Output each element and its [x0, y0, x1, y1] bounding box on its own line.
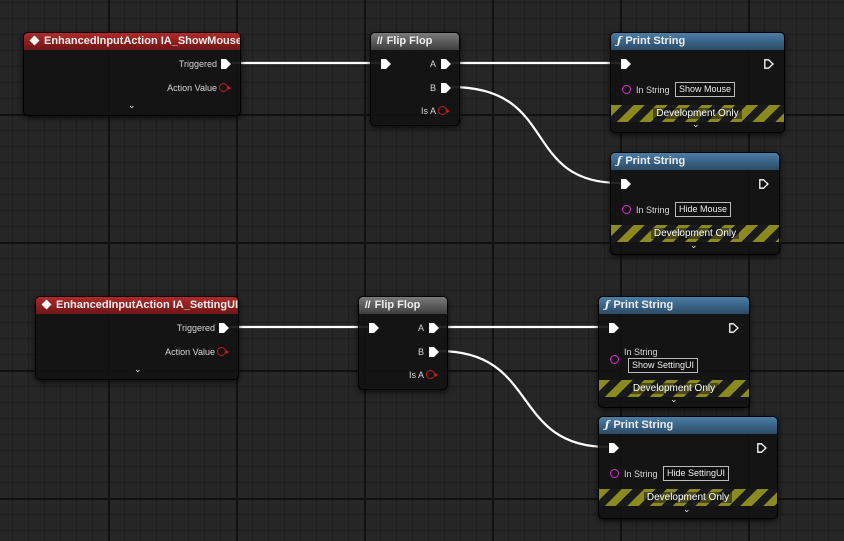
- development-only-banner: Development Only: [599, 489, 777, 506]
- action-value-label: Action Value: [167, 83, 217, 93]
- event-node-title: EnhancedInputAction IA_ShowMouse: [44, 35, 240, 47]
- in-string-input[interactable]: Hide Mouse: [675, 202, 732, 217]
- event-node-title: EnhancedInputAction IA_SettingUI: [56, 299, 238, 311]
- in-string-label: In String: [636, 205, 670, 215]
- is-a-label: Is A: [408, 370, 424, 380]
- exec-wire[interactable]: [450, 85, 621, 185]
- exec-out-pin[interactable]: [729, 323, 739, 333]
- chevron-down-icon[interactable]: ⌄: [692, 119, 700, 129]
- pin-b-exec[interactable]: [429, 347, 439, 357]
- chevron-down-icon[interactable]: ⌄: [683, 504, 691, 514]
- triggered-exec-pin[interactable]: [219, 323, 229, 333]
- flip-flop-title: Flip Flop: [386, 35, 433, 47]
- flip-flop-title: Flip Flop: [374, 299, 421, 311]
- print-string-title: Print String: [613, 299, 674, 311]
- function-icon: ƒ: [617, 156, 622, 167]
- in-string-pin[interactable]: [622, 85, 631, 94]
- action-value-label: Action Value: [165, 347, 215, 357]
- print-string-title: Print String: [625, 155, 686, 167]
- pin-a-label: A: [429, 59, 436, 69]
- pin-a-exec[interactable]: [429, 323, 439, 333]
- action-value-pin[interactable]: [219, 83, 231, 92]
- function-icon: ƒ: [617, 36, 622, 47]
- development-only-banner: Development Only: [611, 225, 779, 242]
- event-diamond-icon: [29, 35, 40, 46]
- in-string-pin[interactable]: [610, 469, 619, 478]
- is-a-pin[interactable]: [438, 106, 450, 115]
- exec-out-pin[interactable]: [757, 443, 767, 453]
- event-node-header[interactable]: EnhancedInputAction IA_ShowMouse: [24, 33, 240, 50]
- event-node-header[interactable]: EnhancedInputAction IA_SettingUI: [36, 297, 238, 314]
- in-string-pin[interactable]: [622, 205, 631, 214]
- exec-in-pin[interactable]: [621, 59, 631, 69]
- triggered-label: Triggered: [176, 323, 215, 333]
- flip-flop-node[interactable]: //Flip Flop A B Is A: [370, 32, 460, 126]
- flip-flop-macro-icon: //: [377, 36, 383, 47]
- pin-a-label: A: [417, 323, 424, 333]
- flip-flop-header[interactable]: //Flip Flop: [359, 297, 447, 314]
- chevron-down-icon[interactable]: ⌄: [128, 100, 136, 110]
- exec-in-pin[interactable]: [381, 59, 391, 69]
- triggered-exec-pin[interactable]: [221, 59, 231, 69]
- print-string-title: Print String: [625, 35, 686, 47]
- pin-a-exec[interactable]: [441, 59, 451, 69]
- in-string-label: In String: [624, 469, 658, 479]
- pin-b-label: B: [429, 83, 436, 93]
- in-string-label: In String: [624, 347, 658, 357]
- exec-in-pin[interactable]: [609, 443, 619, 453]
- exec-in-pin[interactable]: [369, 323, 379, 333]
- event-node-ia-showmouse[interactable]: EnhancedInputAction IA_ShowMouse Trigger…: [23, 32, 241, 116]
- triggered-label: Triggered: [178, 59, 217, 69]
- function-icon: ƒ: [605, 420, 610, 431]
- exec-out-pin[interactable]: [759, 179, 769, 189]
- in-string-input[interactable]: Show SettingUI: [628, 358, 699, 373]
- development-only-banner: Development Only: [599, 380, 749, 397]
- event-diamond-icon: [41, 299, 52, 310]
- chevron-down-icon[interactable]: ⌄: [134, 364, 142, 374]
- pin-b-exec[interactable]: [441, 83, 451, 93]
- action-value-pin[interactable]: [217, 347, 229, 356]
- flip-flop-node[interactable]: //Flip Flop A B Is A: [358, 296, 448, 390]
- chevron-down-icon[interactable]: ⌄: [690, 240, 698, 250]
- flip-flop-macro-icon: //: [365, 300, 371, 311]
- in-string-pin[interactable]: [610, 355, 619, 364]
- function-icon: ƒ: [605, 300, 610, 311]
- exec-in-pin[interactable]: [609, 323, 619, 333]
- exec-in-pin[interactable]: [621, 179, 631, 189]
- in-string-input[interactable]: Hide SettingUI: [663, 466, 730, 481]
- pin-b-label: B: [417, 347, 424, 357]
- event-node-ia-settingui[interactable]: EnhancedInputAction IA_SettingUI Trigger…: [35, 296, 239, 380]
- in-string-input[interactable]: Show Mouse: [675, 82, 736, 97]
- exec-wire[interactable]: [438, 349, 609, 449]
- exec-out-pin[interactable]: [764, 59, 774, 69]
- in-string-label: In String: [636, 85, 670, 95]
- chevron-down-icon[interactable]: ⌄: [670, 394, 678, 404]
- development-only-banner: Development Only: [611, 105, 784, 122]
- is-a-pin[interactable]: [426, 370, 438, 379]
- print-string-title: Print String: [613, 419, 674, 431]
- flip-flop-header[interactable]: //Flip Flop: [371, 33, 459, 50]
- is-a-label: Is A: [420, 106, 436, 116]
